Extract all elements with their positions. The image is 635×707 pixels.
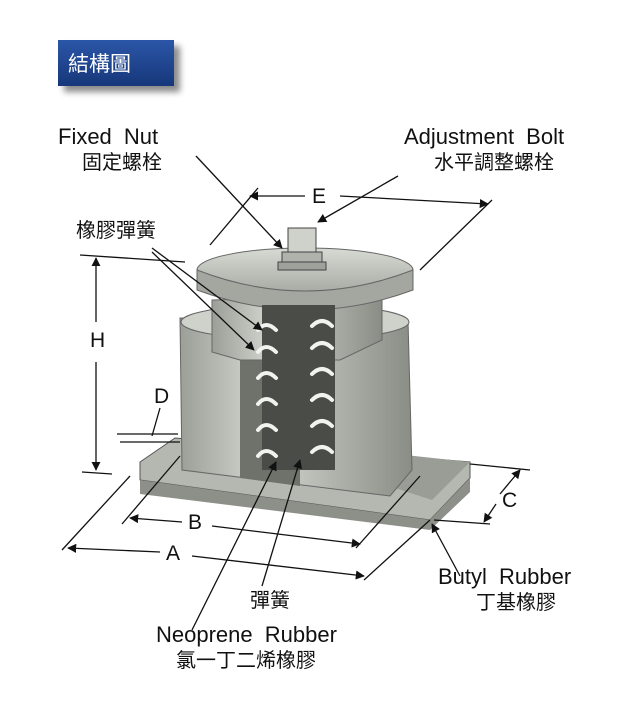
dimension-d-label: D [154,385,170,408]
butyl-label-zh: 丁基橡膠 [476,590,556,614]
adjustment-bolt-label-zh: 水平調整螺栓 [434,150,554,174]
title-text: 結構圖 [68,52,131,76]
spring-label-zh: 彈簧 [250,588,290,612]
dimension-e-label: E [312,185,327,208]
spring-coils [256,319,334,458]
dimension-c-label: C [502,489,518,512]
butyl-label-en: Butyl Rubber [438,564,572,589]
neoprene-label-en: Neoprene Rubber [156,622,337,647]
fixed-nut-label-zh: 固定螺栓 [82,150,162,174]
adjustment-bolt-label-en: Adjustment Bolt [404,124,565,149]
adjustment-bolt [277,227,327,271]
spring-cutaway [256,305,335,470]
neoprene-label-zh: 氯一丁二烯橡膠 [176,648,316,672]
rubber-spring-label-zh: 橡膠彈簧 [76,218,156,242]
title-badge: 結構圖 [58,40,174,86]
dimension-b-label: B [188,511,203,534]
fixed-nut-label-en: Fixed Nut [58,124,159,149]
dimension-a-label: A [166,542,181,565]
callout-lines [61,155,531,631]
dimension-h-label: H [90,329,106,352]
